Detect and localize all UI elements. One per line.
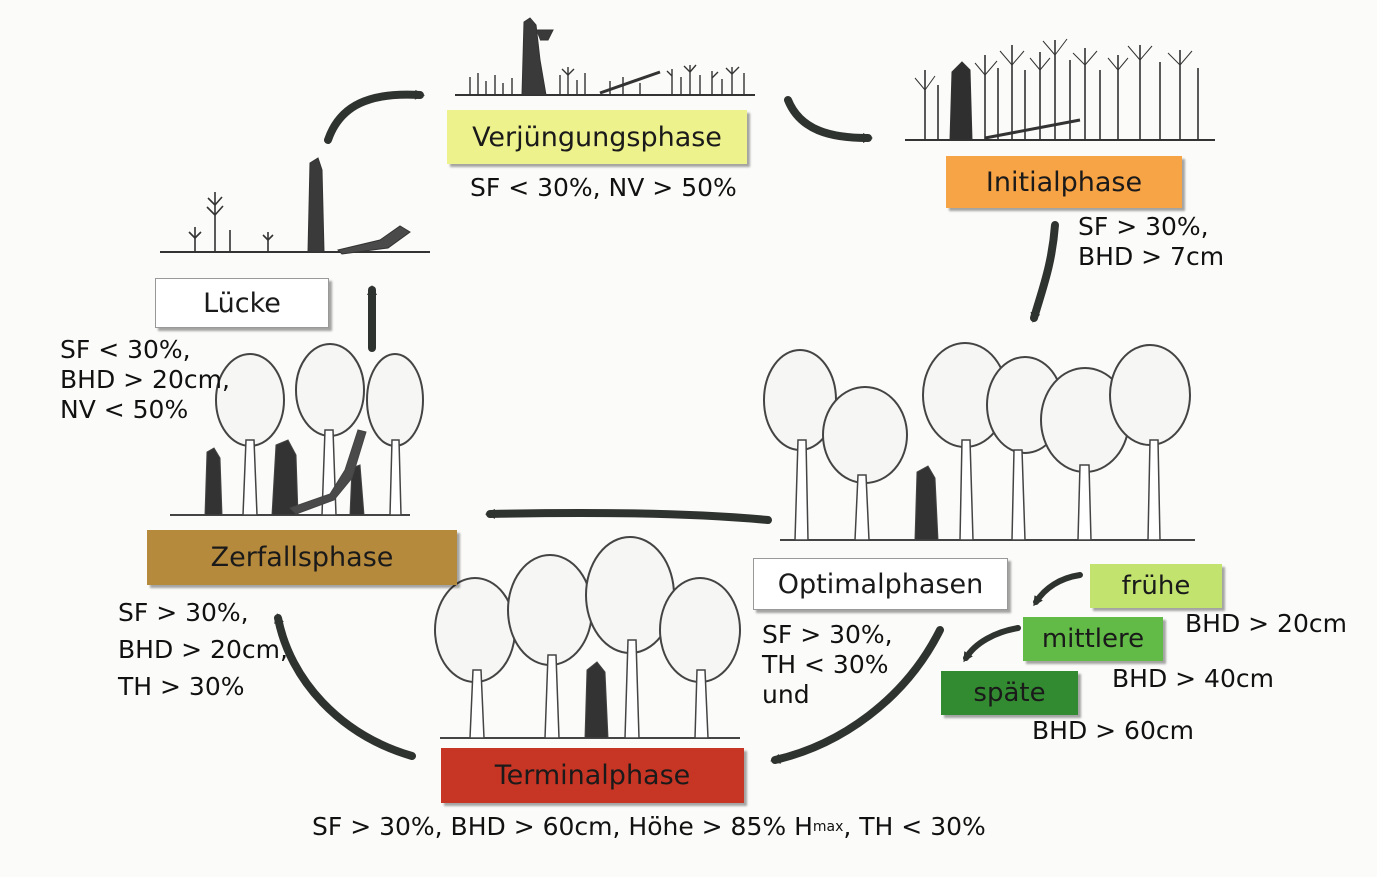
initial-phase-label: Initialphase (985, 166, 1143, 198)
verjuengung-phase-box: Verjüngungsphase (447, 110, 747, 164)
arrow-verjuengung-to-initial (784, 96, 873, 143)
optimal-phase-label: Optimalphasen (777, 568, 984, 600)
arrow-terminal-to-zerfall (274, 613, 416, 760)
spaete-label: späte (973, 678, 1046, 708)
optimal-illustration (763, 342, 1195, 541)
optimal-criteria: SF > 30%, TH < 30% und (762, 620, 893, 709)
cycle-arrows (274, 89, 1083, 764)
luecke-label: Lücke (203, 287, 281, 319)
terminal-illustration (434, 536, 741, 739)
verjuengung-criteria: SF < 30%, NV > 50% (470, 173, 737, 202)
arrow-luecke-to-verjuengung (324, 89, 425, 144)
initial-phase-box: Initialphase (946, 156, 1182, 208)
arrow-optimal-to-zerfall (485, 508, 772, 524)
luecke-box: Lücke (155, 278, 329, 328)
arrow-optimal-to-terminal (770, 626, 944, 764)
terminal-phase-box: Terminalphase (441, 748, 744, 803)
initial-criteria: SF > 30%, BHD > 7cm (1078, 212, 1225, 271)
optimal-phase-box: Optimalphasen (753, 558, 1008, 610)
luecke-criteria: SF < 30%, BHD > 20cm, NV < 50% (60, 335, 230, 424)
initial-illustration (905, 38, 1215, 141)
zerfall-phase-label: Zerfallsphase (210, 542, 394, 573)
verjuengung-phase-label: Verjüngungsphase (472, 121, 722, 153)
terminal-phase-label: Terminalphase (494, 760, 691, 791)
spaete-subphase-box: späte (941, 671, 1078, 715)
fruehe-criteria: BHD > 20cm (1185, 609, 1347, 638)
fruehe-label: frühe (1121, 571, 1191, 601)
luecke-illustration (160, 157, 430, 255)
arrow-fruehe-to-optimal (1033, 572, 1083, 607)
mittlere-subphase-box: mittlere (1023, 617, 1163, 661)
mittlere-label: mittlere (1041, 624, 1145, 654)
verjuengung-illustration (455, 17, 755, 96)
zerfall-criteria: SF > 30%, BHD > 20cm, TH > 30% (118, 598, 288, 701)
arrow-mittlere-to-optimal (963, 625, 1021, 663)
spaete-criteria: BHD > 60cm (1032, 716, 1194, 745)
zerfall-illustration (170, 343, 424, 516)
zerfall-phase-box: Zerfallsphase (147, 530, 457, 585)
mittlere-criteria: BHD > 40cm (1112, 664, 1274, 693)
fruehe-subphase-box: frühe (1090, 564, 1222, 608)
arrow-initial-to-optimal (1030, 221, 1059, 323)
